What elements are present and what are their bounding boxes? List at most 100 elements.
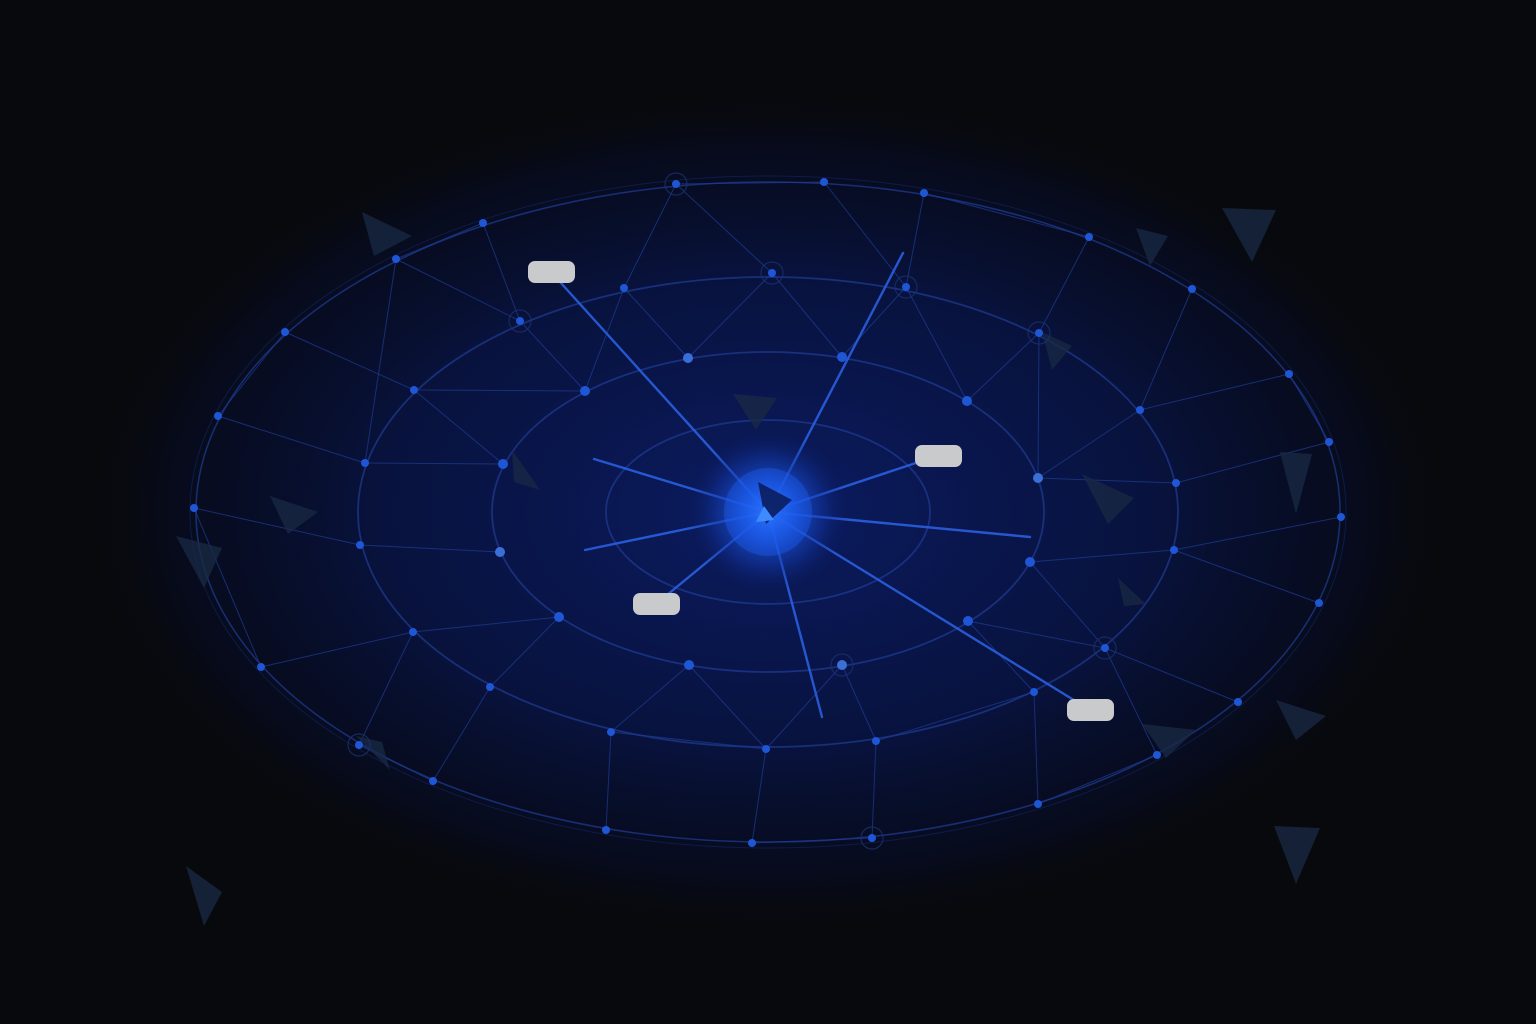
- floating-triangle: [1274, 826, 1320, 884]
- floating-triangle: [1118, 578, 1146, 606]
- floating-triangle: [1042, 332, 1072, 370]
- floating-triangle: [1136, 228, 1168, 266]
- node-halo: [1093, 636, 1117, 660]
- mesh-node: [1172, 479, 1180, 487]
- mesh-node: [1101, 644, 1109, 652]
- mesh-edge: [413, 389, 504, 465]
- node-halo: [347, 733, 371, 757]
- mesh-node: [684, 660, 694, 670]
- mesh-edge: [623, 287, 689, 359]
- mesh-node: [1035, 329, 1043, 337]
- mesh-node: [962, 396, 972, 406]
- mesh-node: [963, 616, 973, 626]
- node-halo: [664, 172, 688, 196]
- floating-triangle: [1222, 208, 1276, 262]
- mesh-edge: [966, 332, 1040, 402]
- mesh-node: [1315, 599, 1323, 607]
- mesh-node: [1033, 473, 1043, 483]
- mesh-node: [409, 628, 417, 636]
- mesh-edge: [675, 181, 825, 185]
- mesh-edge: [905, 286, 968, 402]
- mesh-edge: [967, 620, 1106, 649]
- floating-triangles: [176, 208, 1326, 926]
- core-arrow-icon: [756, 506, 774, 522]
- mesh-node: [672, 180, 680, 188]
- mesh-edge: [412, 616, 560, 633]
- mesh-edge: [923, 192, 1090, 238]
- mesh-edge: [364, 462, 504, 465]
- mesh-node: [1337, 513, 1345, 521]
- mesh-node: [902, 283, 910, 291]
- label-chips: [528, 261, 1114, 721]
- mesh-edge: [482, 222, 521, 322]
- mesh-node: [1170, 546, 1178, 554]
- mesh-edge: [1175, 441, 1330, 484]
- mesh-node: [1325, 438, 1333, 446]
- mesh-node: [257, 663, 265, 671]
- mesh-edge: [359, 544, 501, 553]
- orbit-ring: [491, 351, 1045, 673]
- label-chip-background: [915, 445, 962, 467]
- mesh-edge: [1139, 288, 1193, 411]
- mesh-edge: [687, 272, 773, 359]
- mesh-node: [820, 178, 828, 186]
- mesh-node: [1025, 557, 1035, 567]
- mesh-edge: [905, 192, 925, 288]
- mesh-node: [1085, 233, 1093, 241]
- mesh-edge: [193, 507, 262, 668]
- mesh-node: [620, 284, 628, 292]
- mesh-edge: [1173, 516, 1342, 551]
- mesh-edge: [623, 183, 677, 289]
- mesh-node: [479, 219, 487, 227]
- mesh-edge: [841, 286, 907, 358]
- mesh-edge: [871, 740, 877, 839]
- node-halo: [508, 309, 532, 333]
- mesh-node: [748, 839, 756, 847]
- floating-triangle: [512, 450, 540, 490]
- mesh-node: [837, 660, 847, 670]
- node-halo: [894, 275, 918, 299]
- mesh-node: [356, 541, 364, 549]
- mesh-node: [1285, 370, 1293, 378]
- mesh-node: [361, 459, 369, 467]
- mesh-edge: [751, 837, 873, 844]
- mesh-node: [920, 189, 928, 197]
- mesh-node: [1034, 800, 1042, 808]
- mesh-edge: [610, 731, 767, 750]
- mesh-edge: [875, 691, 1035, 742]
- mesh-edge: [771, 272, 843, 358]
- mesh-edge: [584, 287, 625, 392]
- node-halo: [830, 653, 854, 677]
- label-chip-background: [633, 593, 680, 615]
- mesh-node: [1188, 285, 1196, 293]
- mesh-node: [554, 612, 564, 622]
- mesh-edge: [358, 631, 414, 746]
- mesh-edge: [1038, 236, 1090, 334]
- floating-triangle: [1082, 474, 1134, 524]
- floating-triangle: [186, 866, 222, 926]
- floating-triangle: [1280, 452, 1312, 514]
- floating-triangle: [1276, 700, 1326, 740]
- mesh-edge: [751, 748, 767, 844]
- mesh-node: [868, 834, 876, 842]
- orbit-ring: [189, 175, 1347, 849]
- mesh-node: [768, 269, 776, 277]
- mesh-node: [1030, 688, 1038, 696]
- mesh-edge: [432, 686, 491, 782]
- mesh-edge: [1029, 561, 1106, 649]
- mesh-node: [410, 386, 418, 394]
- mesh-node: [355, 741, 363, 749]
- mesh-edge: [193, 507, 361, 546]
- label-chip: [915, 445, 962, 467]
- mesh-edge: [1288, 373, 1330, 443]
- mesh-edge: [413, 389, 586, 392]
- mesh-edge: [260, 631, 414, 668]
- mesh-edge: [1037, 332, 1040, 479]
- mesh-nodes: [190, 172, 1345, 850]
- mesh-node: [1153, 751, 1161, 759]
- mesh-edge: [395, 258, 521, 322]
- label-chip-background: [528, 261, 575, 283]
- mesh-node: [602, 826, 610, 834]
- label-chip-background: [1067, 699, 1114, 721]
